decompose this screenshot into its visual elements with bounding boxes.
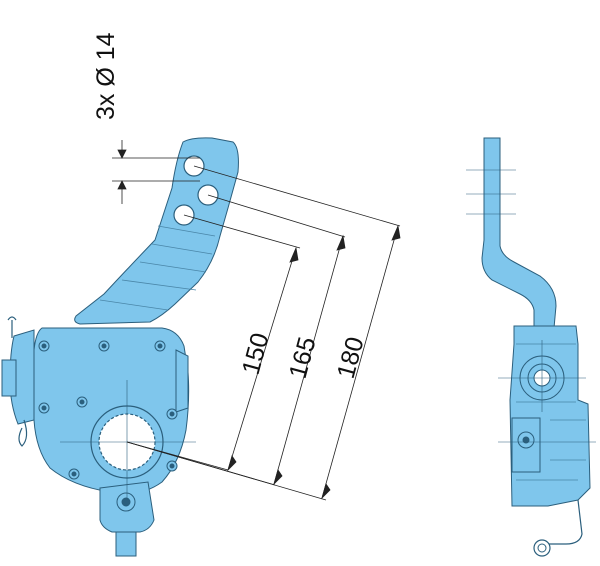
- side-body: [509, 325, 591, 507]
- side-details: [516, 343, 586, 481]
- dim-180-label: 180: [332, 334, 370, 382]
- side-bolt-center: [522, 436, 530, 444]
- side-view: [481, 137, 591, 557]
- side-clip-ring-inner: [537, 543, 547, 553]
- lever-arm: [74, 137, 239, 325]
- left-adjuster-cap: [1, 359, 17, 397]
- housing-bolts: [38, 340, 178, 480]
- lever-arm-detail: [99, 225, 216, 311]
- left-clip: [18, 419, 28, 447]
- left-pin: [7, 316, 17, 338]
- hole-note: 3x Ø 14: [92, 32, 120, 120]
- lug-stem: [115, 531, 137, 557]
- side-arm: [481, 137, 557, 329]
- housing-right-boss: [175, 349, 189, 413]
- lug-bolt-inner: [121, 497, 131, 507]
- side-clip: [548, 499, 583, 545]
- dim-150-label: 150: [237, 330, 275, 378]
- front-view: [1, 137, 239, 557]
- dimensions: [112, 140, 401, 501]
- dim-165-label: 165: [284, 334, 322, 382]
- side-centerlines: [466, 169, 596, 443]
